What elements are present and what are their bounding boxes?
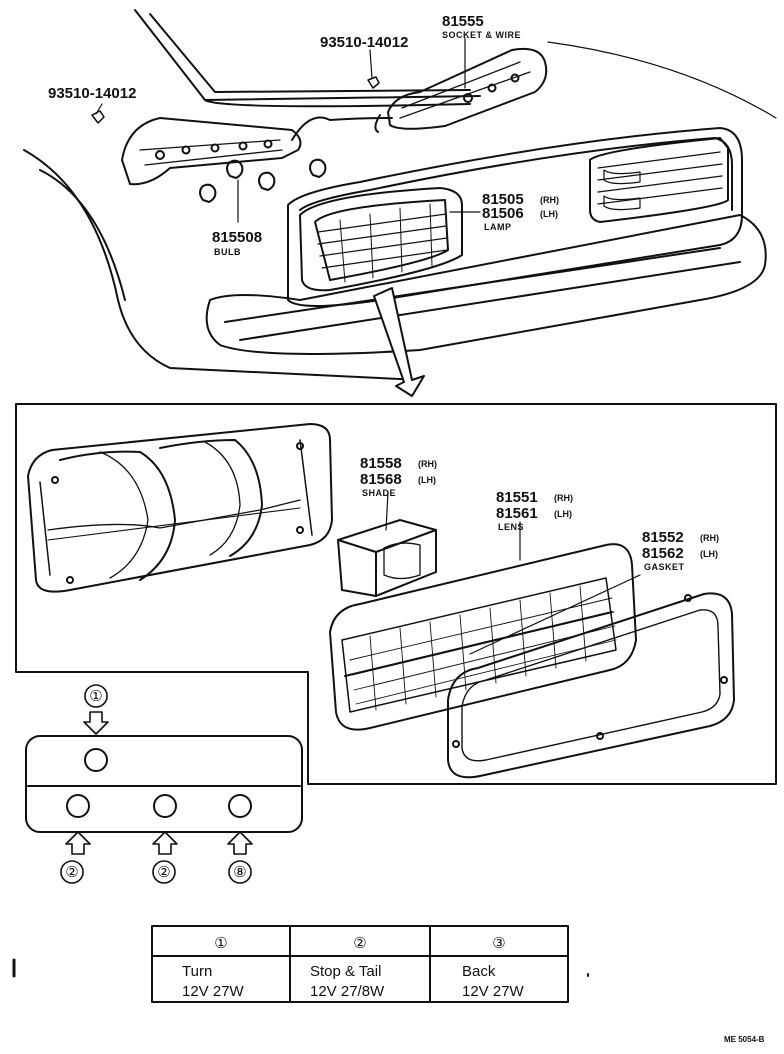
lamp-name: LAMP	[484, 222, 512, 232]
gasket-name: GASKET	[644, 562, 685, 572]
key-top-number: ①	[89, 688, 102, 705]
lens-lh-number: 81561	[496, 505, 538, 522]
table-header-1: ①	[214, 935, 227, 952]
screw-top-label: 93510-14012	[320, 34, 408, 51]
gasket-lh-number: 81562	[642, 545, 684, 562]
shade-lh-number: 81568	[360, 471, 402, 488]
gasket-rh-side: (RH)	[700, 533, 719, 543]
shade-rh-side: (RH)	[418, 459, 437, 469]
exploded-view-frame	[15, 403, 777, 785]
lamp-rh-side: (RH)	[540, 195, 559, 205]
table-cell-1-name: Turn	[182, 963, 212, 980]
lamp-lh-number: 81506	[482, 205, 524, 222]
lens-rh-side: (RH)	[554, 493, 573, 503]
table-cell-2-name: Stop & Tail	[310, 963, 381, 980]
lamp-rh-number: 81505	[482, 191, 524, 208]
gasket-lh-side: (LH)	[700, 549, 718, 559]
lamp-shade-part	[337, 519, 437, 597]
bulb-position-key	[25, 684, 303, 884]
table-header-2: ②	[353, 935, 366, 952]
bulb-name: BULB	[214, 247, 241, 257]
shade-rh-number: 81558	[360, 455, 402, 472]
socket-number: 81555	[442, 13, 484, 30]
shade-name: SHADE	[362, 488, 396, 498]
lens-lh-side: (LH)	[554, 509, 572, 519]
lens-rh-number: 81551	[496, 489, 538, 506]
lamp-housing-part	[27, 423, 333, 593]
table-header-3: ③	[492, 935, 505, 952]
shade-lh-side: (LH)	[418, 475, 436, 485]
table-cell-3-spec: 12V 27W	[462, 983, 525, 1000]
key-bottom-number-1: ②	[65, 864, 78, 881]
lens-name: LENS	[498, 522, 524, 532]
table-cell-1-spec: 12V 27W	[182, 983, 245, 1000]
screw-left-label: 93510-14012	[48, 85, 136, 102]
table-cell-3-name: Back	[462, 963, 496, 980]
lamp-lh-side: (LH)	[540, 209, 558, 219]
key-bottom-number-3: ⑧	[233, 864, 246, 881]
bulb-spec-table	[151, 925, 569, 1003]
table-cell-2-spec: 12V 27/8W	[310, 983, 385, 1000]
bulb-number: 815508	[212, 229, 262, 246]
lamp-gasket-part	[447, 592, 735, 779]
lamp-lens-part	[329, 543, 637, 731]
gasket-rh-number: 81552	[642, 529, 684, 546]
vehicle-rear-illustration	[23, 9, 777, 397]
key-bottom-number-2: ②	[157, 864, 170, 881]
socket-name: SOCKET & WIRE	[442, 30, 521, 40]
footer-code: ME 5054-B	[724, 1035, 765, 1044]
